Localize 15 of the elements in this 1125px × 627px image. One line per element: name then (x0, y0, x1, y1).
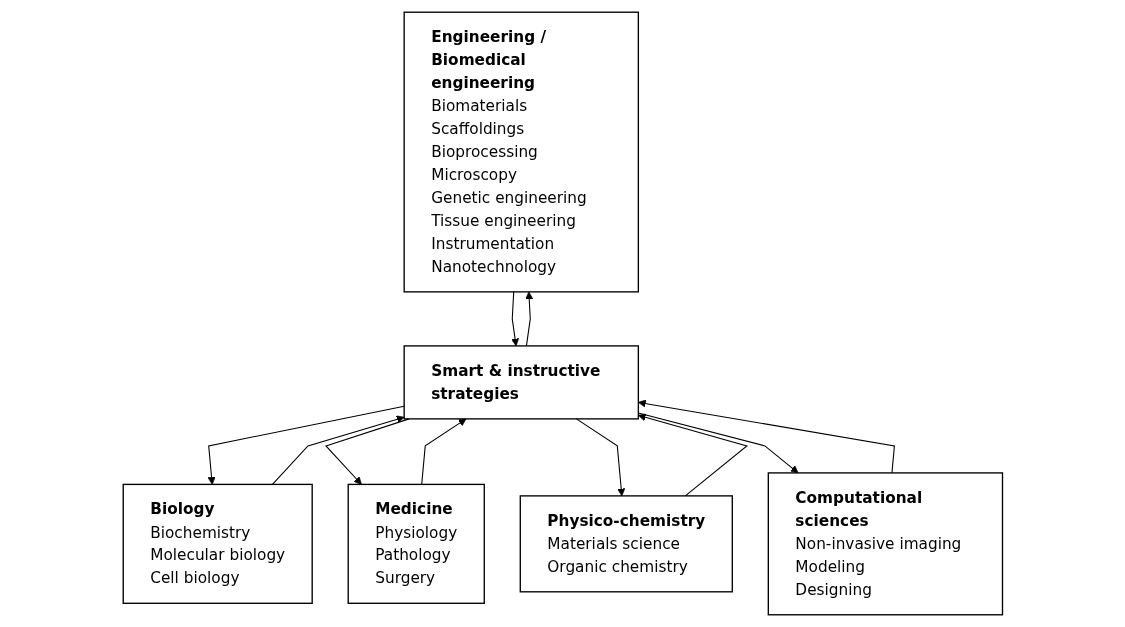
arrow (420, 418, 467, 485)
node-box: Smart & instructive strategies (403, 345, 639, 420)
arrow (575, 418, 625, 497)
arrow (524, 291, 533, 347)
node-box: Medicine Physiology Pathology Surgery (347, 483, 485, 604)
node-box: Biology Biochemistry Molecular biology Cell biology (122, 483, 313, 604)
node-box: Physico-chemistry Materials science Organic chemistry (519, 495, 733, 593)
arrow (637, 412, 799, 474)
arrow (207, 405, 405, 485)
node-box: Engineering / Biomedical engineering Biomaterials Scaffoldings Bioprocessing Microscopy Genetic engineering Tissue engineering Instrumentation Nanotechnology (403, 11, 639, 293)
arrow (637, 413, 748, 497)
node-box: Computational sciences Non-invasive imaging Modeling Designing (767, 472, 1003, 616)
arrow (271, 415, 405, 485)
arrow (510, 291, 519, 347)
arrow (637, 399, 895, 474)
